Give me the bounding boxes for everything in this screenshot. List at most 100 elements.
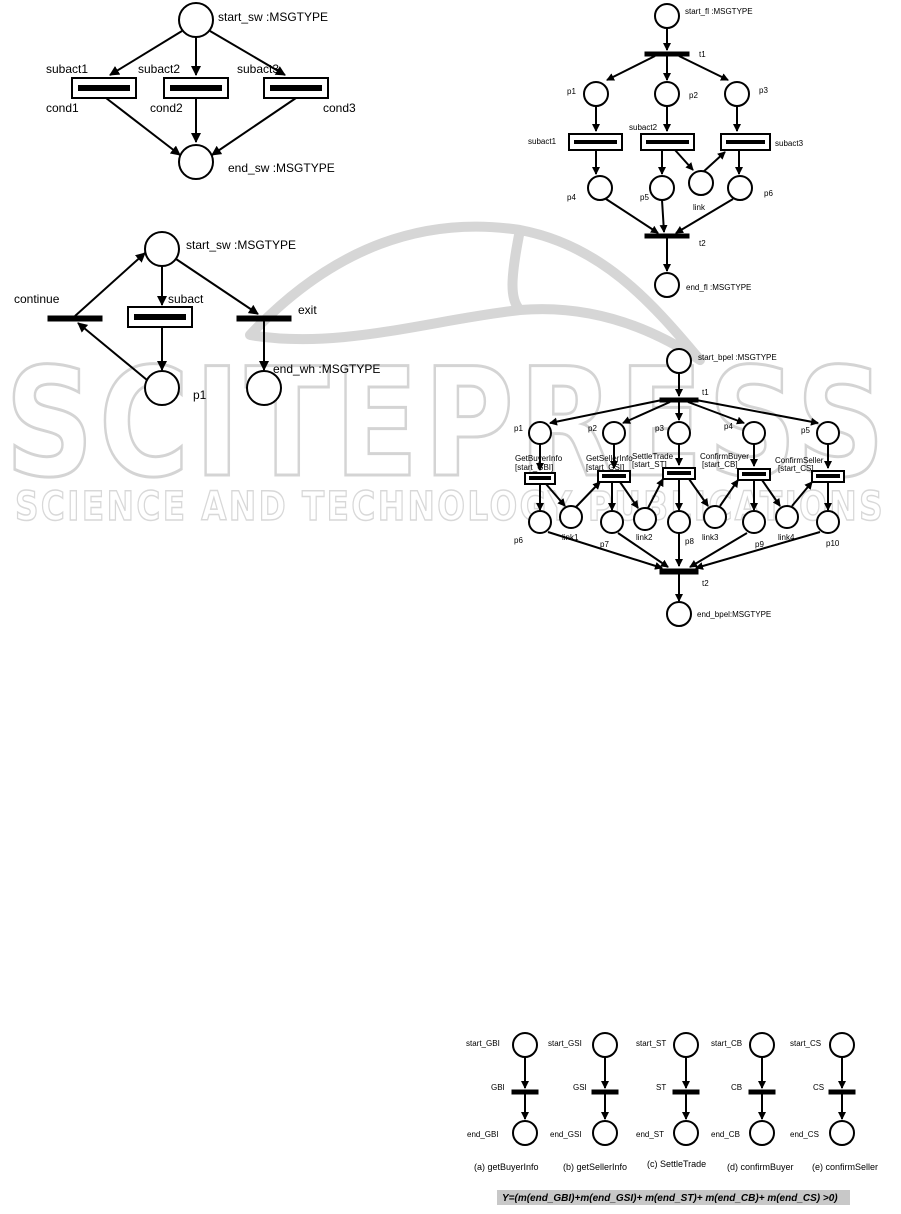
- bpel-arc-link2-act3: [647, 478, 664, 509]
- gbi-transition[interactable]: [511, 1089, 539, 1095]
- while-start-place[interactable]: [144, 231, 180, 267]
- cs-caption: (e) confirmSeller: [812, 1162, 878, 1172]
- bpel-t2-label: t2: [702, 579, 709, 588]
- flow-p5-place[interactable]: [649, 175, 675, 201]
- while-exit-transition[interactable]: [236, 315, 292, 322]
- bpel-p7-place[interactable]: [600, 510, 624, 534]
- bpel-act5-cond: [start_CS]: [778, 464, 814, 473]
- switch-end-place[interactable]: [178, 144, 214, 180]
- while-end-place[interactable]: [246, 370, 282, 406]
- flow-p6-place[interactable]: [727, 175, 753, 201]
- bpel-p1-place[interactable]: [528, 421, 552, 445]
- bpel-arc-p7-t2: [617, 532, 669, 568]
- switch-subact2-label: subact2: [138, 62, 180, 76]
- gsi-start-place[interactable]: [592, 1032, 618, 1058]
- gsi-trans-label: GSI: [573, 1083, 587, 1092]
- flow-p4-place[interactable]: [587, 175, 613, 201]
- while-subact-label: subact: [168, 292, 204, 306]
- flow-subact3-bar: [726, 140, 765, 144]
- bpel-p3-place[interactable]: [667, 421, 691, 445]
- flow-link-place[interactable]: [688, 170, 714, 196]
- cb-caption: (d) confirmBuyer: [727, 1162, 794, 1172]
- bpel-p3-label: p3: [655, 424, 664, 433]
- switch-arc-3: [209, 30, 286, 76]
- watermark: SCITEPRESS SCIENCE AND TECHNOLOGY PUBLIC…: [4, 221, 886, 531]
- bpel-t1-transition[interactable]: [659, 397, 699, 403]
- bpel-link1-place[interactable]: [559, 505, 583, 529]
- while-continue-transition[interactable]: [47, 315, 103, 322]
- bpel-arc-act2-link2: [619, 481, 639, 509]
- bpel-link2-place[interactable]: [633, 507, 657, 531]
- st-trans-label: ST: [656, 1083, 666, 1092]
- bpel-end-place[interactable]: [666, 601, 692, 627]
- switch-net: start_sw :MSGTYPE subact1 subact2 subact…: [46, 2, 356, 180]
- gbi-trans-label: GBI: [491, 1083, 505, 1092]
- flow-p2-place[interactable]: [654, 81, 680, 107]
- formula-box: [497, 1190, 850, 1205]
- bpel-p6-place[interactable]: [528, 510, 552, 534]
- st-end-place[interactable]: [673, 1120, 699, 1146]
- flow-arc-p4-t2: [605, 198, 659, 234]
- bpel-p4-place[interactable]: [742, 421, 766, 445]
- flow-subact2-bar: [646, 140, 689, 144]
- bpel-p8-place[interactable]: [667, 510, 691, 534]
- bpel-p10-label: p10: [826, 539, 840, 548]
- cb-start-place[interactable]: [749, 1032, 775, 1058]
- bpel-t2-transition[interactable]: [659, 568, 699, 575]
- cs-start-place[interactable]: [829, 1032, 855, 1058]
- switch-start-place[interactable]: [178, 2, 214, 38]
- gsi-transition[interactable]: [591, 1089, 619, 1095]
- gsi-start-label: start_GSI: [548, 1039, 582, 1048]
- flow-arc-t1-p1: [606, 55, 656, 81]
- cb-end-place[interactable]: [749, 1120, 775, 1146]
- cs-transition[interactable]: [828, 1089, 856, 1095]
- cs-end-label: end_CS: [790, 1130, 819, 1139]
- flow-end-place[interactable]: [654, 272, 680, 298]
- bpel-t1-label: t1: [702, 388, 709, 397]
- flow-p3-place[interactable]: [724, 81, 750, 107]
- cs-end-place[interactable]: [829, 1120, 855, 1146]
- bpel-arc-p6-t2: [547, 531, 663, 570]
- flow-t2-transition[interactable]: [644, 233, 690, 239]
- st-transition[interactable]: [672, 1089, 700, 1095]
- bpel-p10-place[interactable]: [816, 510, 840, 534]
- cs-trans-label: CS: [813, 1083, 824, 1092]
- flow-p1-place[interactable]: [583, 81, 609, 107]
- bpel-net: start_bpel :MSGTYPE t1 p1 p2 p3 p4 p5: [514, 348, 845, 627]
- flow-t1-transition[interactable]: [644, 51, 690, 57]
- flow-p2-label: p2: [689, 91, 698, 100]
- bpel-p2-place[interactable]: [602, 421, 626, 445]
- gsi-end-place[interactable]: [592, 1120, 618, 1146]
- while-p1-label: p1: [193, 388, 207, 402]
- sub-net-gsi: start_GSI GSI end_GSI (b) getSellerInfo: [548, 1032, 627, 1172]
- while-p1-place[interactable]: [144, 370, 180, 406]
- while-net: start_sw :MSGTYPE subact p1 continue exi…: [14, 231, 380, 406]
- bpel-arc-p10-t2: [695, 531, 821, 570]
- flow-subact1-label: subact1: [528, 137, 557, 146]
- sub-net-cb: start_CB CB end_CB (d) confirmBuyer: [711, 1032, 794, 1172]
- bpel-start-place[interactable]: [666, 348, 692, 374]
- gbi-start-place[interactable]: [512, 1032, 538, 1058]
- flow-subact1-bar: [574, 140, 617, 144]
- gbi-end-place[interactable]: [512, 1120, 538, 1146]
- bpel-p5-place[interactable]: [816, 421, 840, 445]
- bpel-arc-t1-p4: [687, 401, 745, 425]
- bpel-end-label: end_bpel:MSGTYPE: [697, 610, 771, 619]
- bpel-p9-place[interactable]: [742, 510, 766, 534]
- switch-subact3-label: subact3: [237, 62, 279, 76]
- bpel-arc-t1-p1: [549, 399, 663, 426]
- flow-start-place[interactable]: [654, 3, 680, 29]
- bpel-act3-bar: [667, 471, 691, 475]
- switch-arc-6: [211, 97, 297, 156]
- gbi-caption: (a) getBuyerInfo: [474, 1162, 539, 1172]
- bpel-act3-cond: [start_ST]: [632, 460, 667, 469]
- bpel-p8-label: p8: [685, 537, 694, 546]
- sub-net-gbi: start_GBI GBI end_GBI (a) getBuyerInfo: [466, 1032, 539, 1172]
- cb-transition[interactable]: [748, 1089, 776, 1095]
- switch-arc-1: [109, 30, 183, 76]
- bpel-link4-place[interactable]: [775, 505, 799, 529]
- st-start-place[interactable]: [673, 1032, 699, 1058]
- while-arc-start-exit: [175, 258, 259, 315]
- bpel-link3-place[interactable]: [703, 505, 727, 529]
- flow-arc-t1-p3: [678, 55, 729, 81]
